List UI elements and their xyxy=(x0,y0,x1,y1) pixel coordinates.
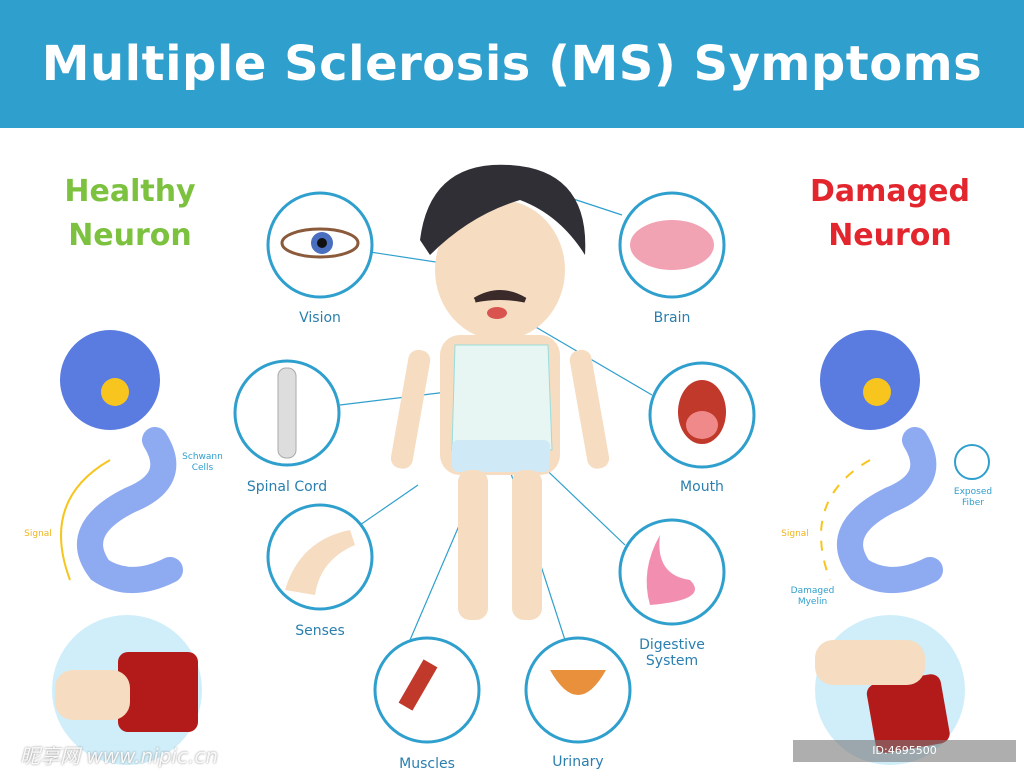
label-signal-healthy: Signal xyxy=(24,529,52,539)
label-senses: Senses xyxy=(295,623,345,639)
watermark-site: 昵享网 www.nipic.cn xyxy=(20,744,219,768)
watermark-id: ID:4695500 NO:20200901224849815082 xyxy=(793,740,1016,779)
page-title: Multiple Sclerosis (MS) Symptoms xyxy=(41,36,983,92)
damaged-line1: Damaged xyxy=(810,174,970,209)
label-schwann-cells: Schwann Cells xyxy=(182,452,223,473)
symptom-icons xyxy=(277,220,726,711)
label-damaged-myelin: Damaged Myelin xyxy=(790,586,835,607)
title-banner xyxy=(0,0,1024,128)
healthy-neuron xyxy=(60,330,183,593)
healthy-line2: Neuron xyxy=(68,218,192,253)
muscles-circle xyxy=(373,636,481,744)
label-urinary: Urinary xyxy=(552,754,604,770)
label-signal-damaged: Signal xyxy=(781,529,809,539)
damaged-neuron xyxy=(820,330,990,593)
digestive-circle xyxy=(618,518,726,626)
label-spinal-cord: Spinal Cord xyxy=(246,479,328,495)
healthy-line1: Healthy xyxy=(64,174,196,209)
label-mouth: Mouth xyxy=(680,479,724,495)
label-vision: Vision xyxy=(299,310,341,326)
damaged-line2: Neuron xyxy=(828,218,952,253)
label-muscles: Muscles xyxy=(399,756,455,772)
label-brain: Brain xyxy=(653,310,691,326)
label-exposed-fiber: Exposed Fiber xyxy=(953,487,993,508)
person-figure xyxy=(390,164,610,620)
label-digestive-system: Digestive System xyxy=(639,637,705,669)
